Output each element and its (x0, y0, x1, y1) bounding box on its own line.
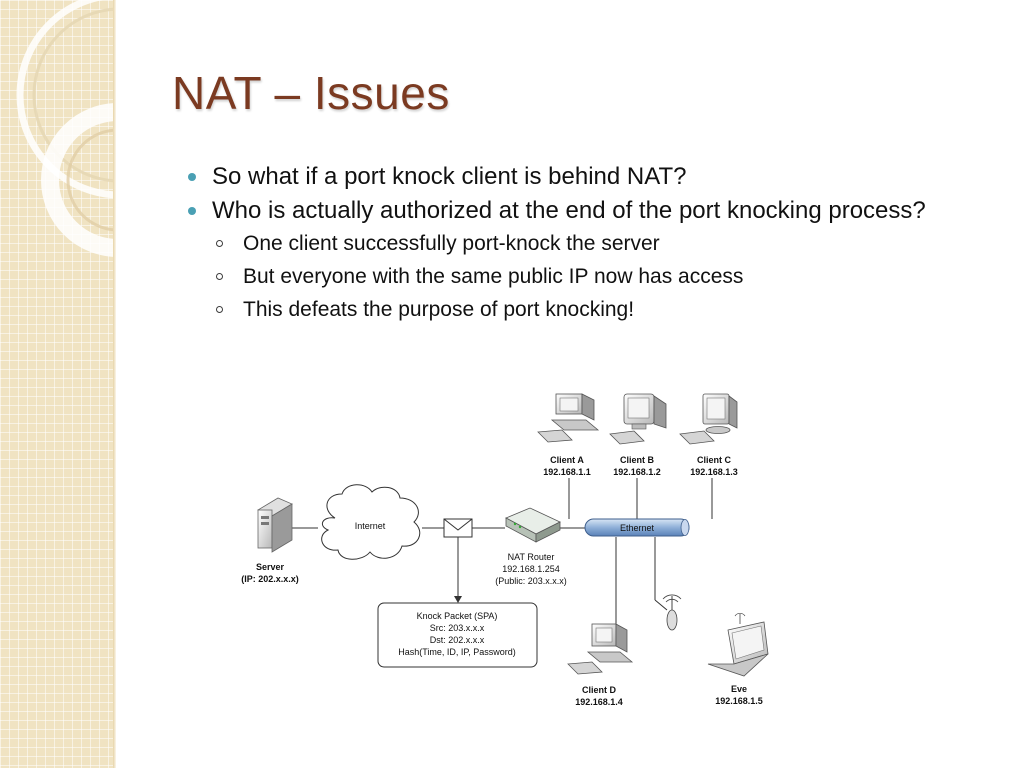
bullet-text: Who is actually authorized at the end of… (212, 197, 926, 224)
connection-lines (292, 478, 713, 625)
client-d-ip-label: 192.168.1.4 (575, 697, 623, 707)
client-c-ip-label: 192.168.1.3 (690, 467, 738, 477)
eve-ip-label: 192.168.1.5 (715, 696, 763, 706)
slide-title: NAT – Issues (172, 67, 450, 119)
router-label: NAT Router (508, 552, 555, 562)
client-a-computer-icon (537, 393, 600, 443)
internet-label: Internet (355, 521, 386, 531)
sub-bullet-ring-icon (216, 306, 223, 313)
knock-packet-box (377, 602, 538, 668)
client-c-label: Client C (697, 455, 732, 465)
server-label: Server (256, 562, 285, 572)
packet-src: Src: 203.x.x.x (430, 623, 485, 633)
internet-cloud-icon (321, 484, 421, 560)
client-b-label: Client B (620, 455, 655, 465)
client-a-ip-label: 192.168.1.1 (543, 467, 591, 477)
wireless-link-line (654, 599, 668, 611)
packet-dst: Dst: 202.x.x.x (430, 635, 485, 645)
sub-bullet-text: One client successfully port-knock the s… (243, 232, 660, 255)
ethernet-label: Ethernet (620, 523, 655, 533)
sub-bullet-item: This defeats the purpose of port knockin… (188, 298, 978, 322)
eve-laptop-icon (707, 612, 769, 677)
sub-bullet-text: But everyone with the same public IP now… (243, 265, 744, 288)
side-panel-edge (113, 0, 116, 768)
bullet-dot-icon (188, 173, 196, 181)
decorative-circles (16, 0, 113, 257)
bullet-item: So what if a port knock client is behind… (188, 164, 978, 190)
bullet-text: So what if a port knock client is behind… (212, 163, 687, 190)
router-ip-label: 192.168.1.254 (502, 564, 560, 574)
router-icon (505, 507, 561, 543)
server-ip-label: (IP: 202.x.x.x) (241, 574, 299, 584)
packet-title: Knock Packet (SPA) (417, 611, 498, 621)
sub-bullet-item: One client successfully port-knock the s… (188, 232, 978, 256)
client-b-ip-label: 192.168.1.2 (613, 467, 661, 477)
client-b-computer-icon (609, 393, 667, 445)
arrow-head-icon (454, 596, 462, 603)
sub-bullet-item: But everyone with the same public IP now… (188, 265, 978, 289)
ethernet-bus (584, 518, 690, 537)
eve-label: Eve (731, 684, 747, 694)
client-a-label: Client A (550, 455, 584, 465)
bullet-item: Who is actually authorized at the end of… (188, 198, 978, 224)
sub-bullet-ring-icon (216, 273, 223, 280)
bullet-list: So what if a port knock client is behind… (188, 164, 978, 331)
sub-bullet-text: This defeats the purpose of port knockin… (243, 298, 635, 321)
envelope-icon (443, 518, 473, 538)
router-public-label: (Public: 203.x.x.x) (495, 576, 567, 586)
packet-hash: Hash(Time, ID, IP, Password) (398, 647, 516, 657)
wireless-access-point-icon (662, 594, 682, 631)
server-icon (257, 497, 293, 553)
client-d-label: Client D (582, 685, 617, 695)
bullet-dot-icon (188, 207, 196, 215)
client-c-computer-icon (679, 393, 738, 445)
client-d-computer-icon (567, 623, 634, 675)
decorative-side-panel (0, 0, 113, 768)
sub-bullet-ring-icon (216, 240, 223, 247)
